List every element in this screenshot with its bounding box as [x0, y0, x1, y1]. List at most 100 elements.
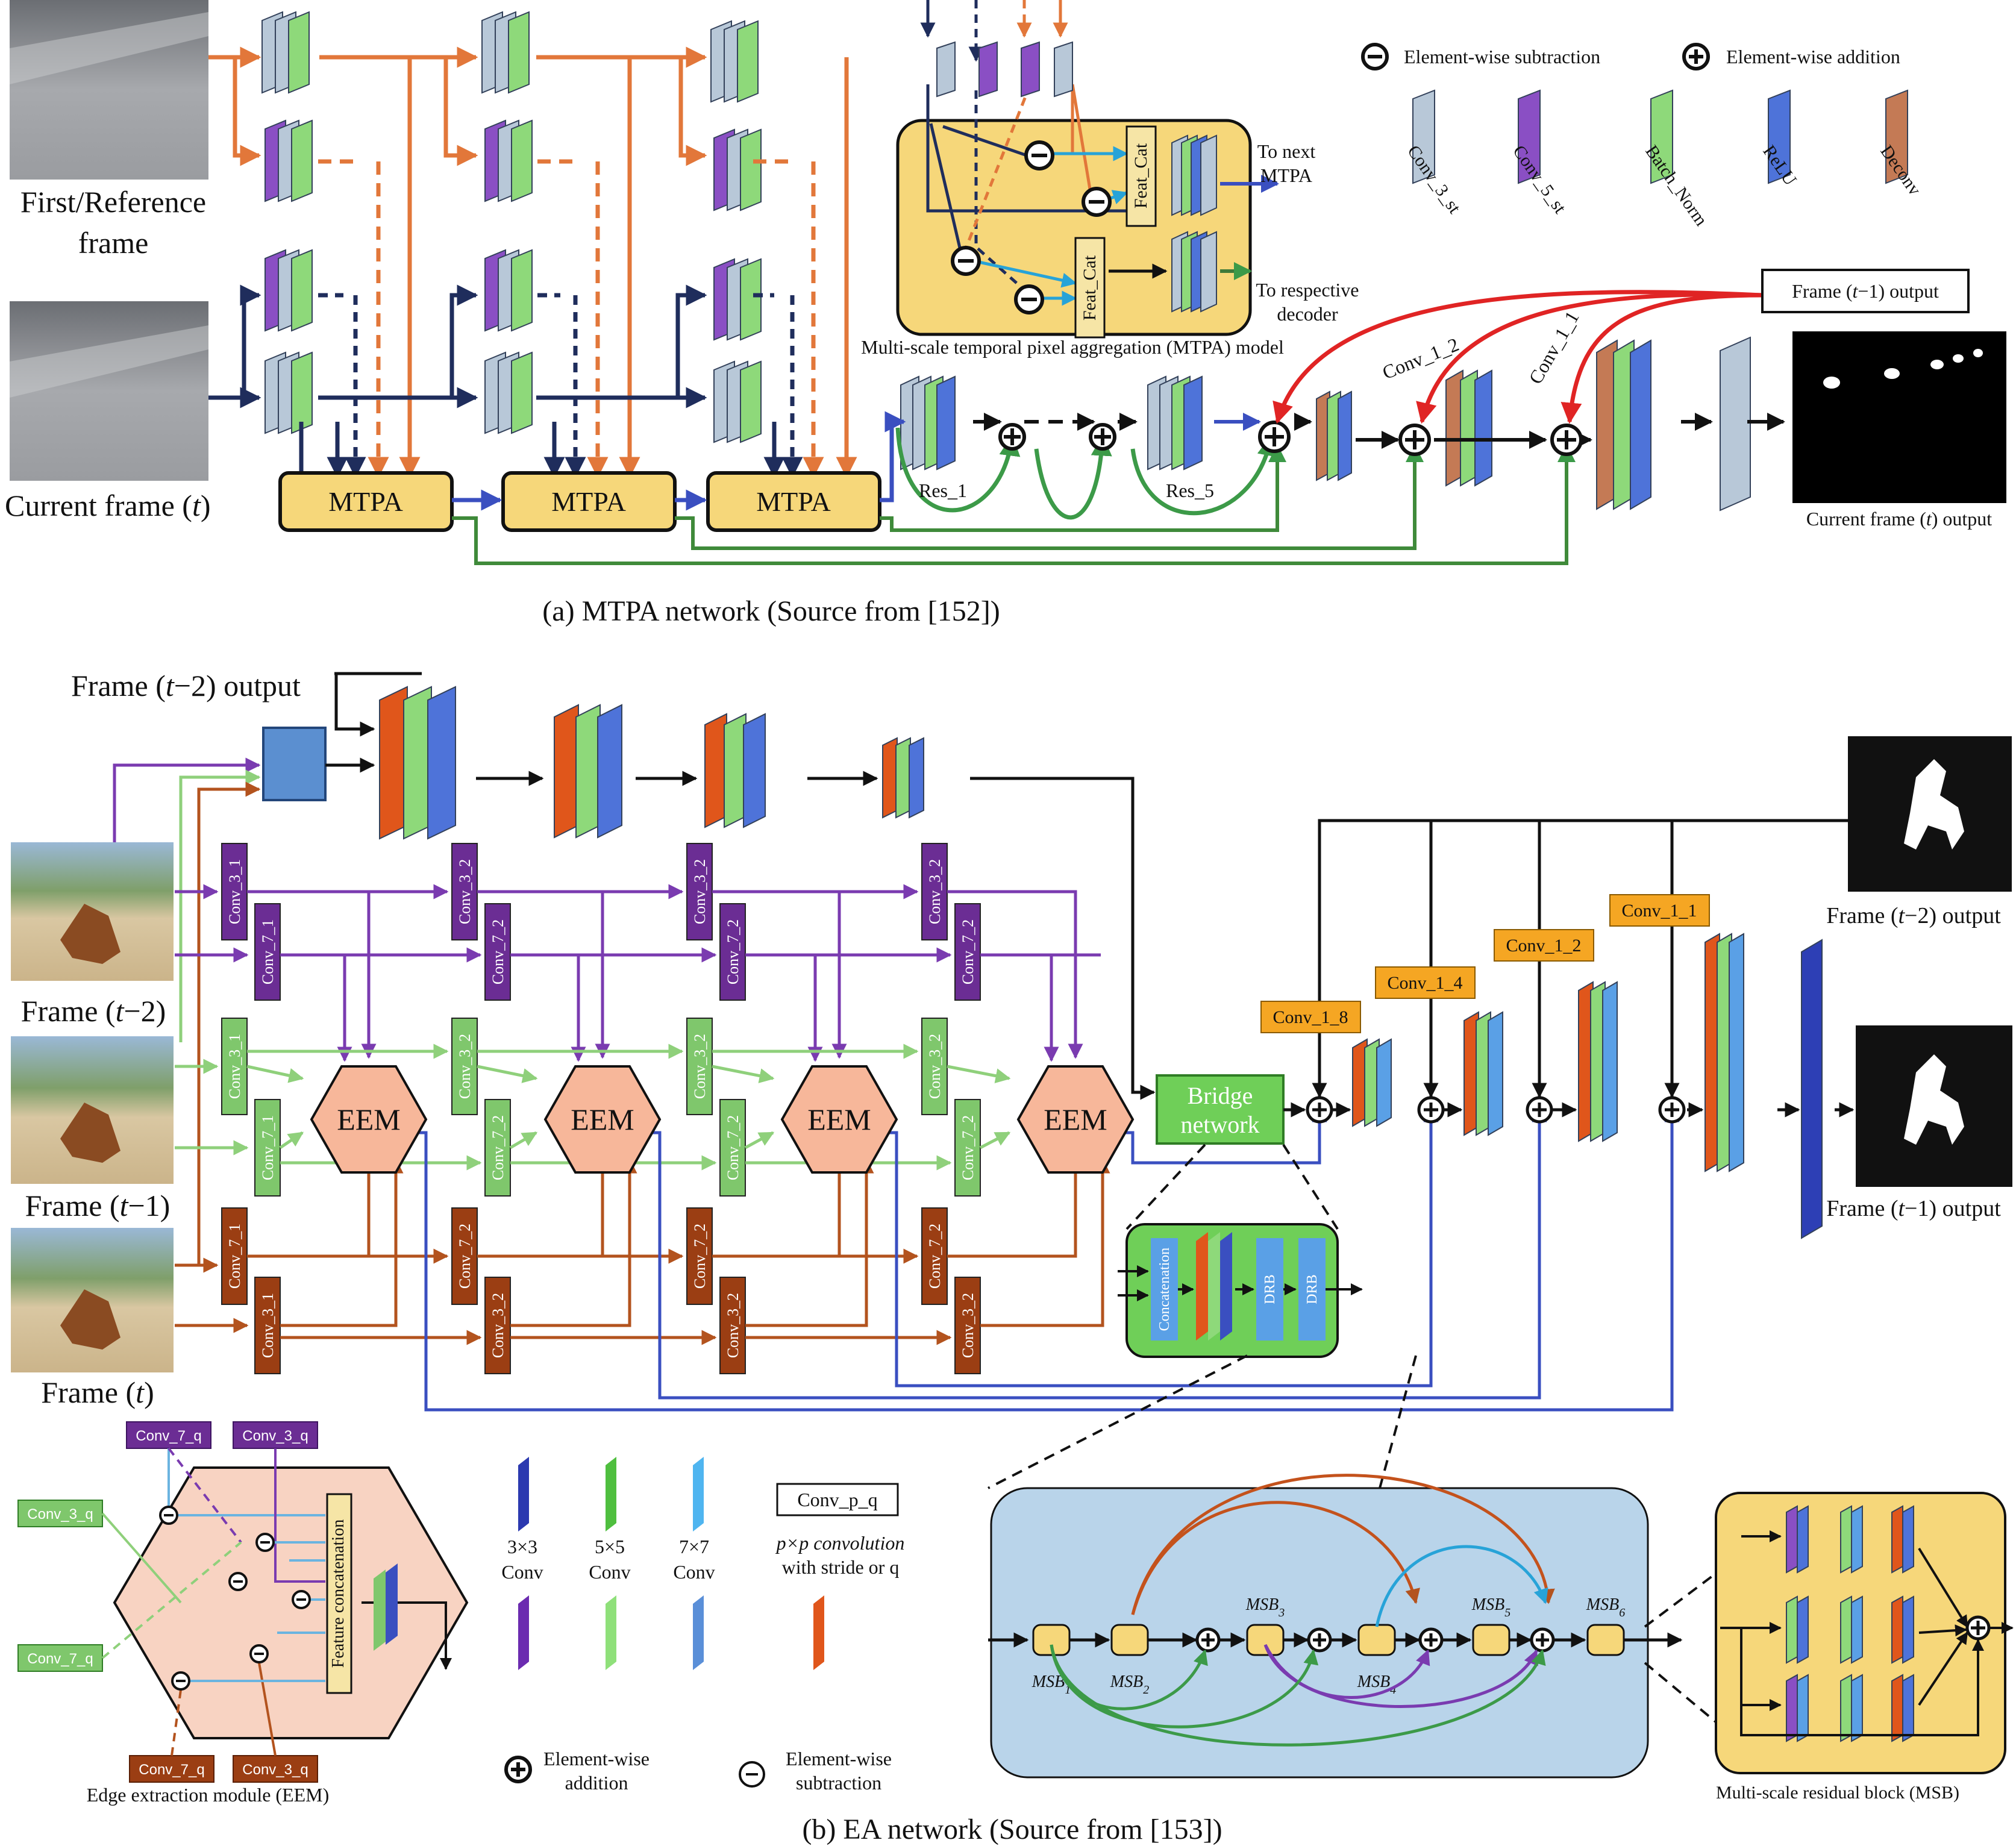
purple-conv-3-a: [921, 843, 948, 940]
svg-text:Feature concatenation: Feature concatenation: [329, 1519, 348, 1668]
msb-node-1: [1110, 1624, 1149, 1656]
msb-add-mark-2: [1424, 1633, 1438, 1647]
frame-t1-label: Frame (t−1): [25, 1189, 171, 1222]
msb-node-2: [1246, 1624, 1285, 1656]
svg-text:MTPA: MTPA: [328, 486, 403, 517]
brown-conv-0-b-label: Conv_3_1: [259, 1293, 277, 1358]
enc-ref-0-layer-2: [288, 11, 310, 94]
to-next-mtpa-1: To next: [1257, 140, 1316, 162]
g-to-eem-b-1: [509, 1131, 538, 1150]
decoder-add-circles: [998, 421, 1583, 456]
t2-input-arrow: [334, 674, 375, 737]
p-drop-a-2: [712, 890, 847, 1059]
svg-text:with stride or q: with stride or q: [782, 1556, 900, 1578]
frame-photos: [11, 842, 174, 1372]
decoder-add-mark-1: [1424, 1103, 1438, 1117]
green-conv-1-a: [451, 1018, 478, 1115]
ea-t2-enc-2-layer-1: [575, 704, 601, 839]
ea-t2-enc-2-layer-2: [597, 704, 622, 839]
brown-conv-0-a-label: Conv_7_1: [226, 1224, 243, 1289]
decoder-conv-label-2: Conv_1_2: [1506, 936, 1581, 956]
mtpa-links: [452, 411, 906, 511]
frame-t2-label: Frame (t−2): [21, 994, 166, 1028]
msb-label-0: MSB1: [1031, 1672, 1071, 1697]
msb-d-a-0-layer-1: [1797, 1505, 1809, 1574]
svg-text:Conv_3_q: Conv_3_q: [27, 1506, 93, 1522]
purple-conv-0-a: [221, 843, 248, 940]
green-conv-3-b: [954, 1099, 981, 1197]
green-conv-0-a-label: Conv_3_1: [226, 1034, 243, 1099]
decoder-conv-3: [1609, 894, 1710, 927]
ea-conv-boxes: Conv_3_1Conv_7_1Conv_3_2Conv_7_2Conv_3_2…: [221, 843, 981, 1374]
decoder-add-mark-3: [1665, 1103, 1679, 1117]
b-up-b-1: [510, 1158, 637, 1327]
purple-conv-2-b-label: Conv_7_2: [724, 919, 742, 984]
brown-conv-2-b: [719, 1277, 746, 1374]
enc-cur-0-layer-2: [291, 351, 313, 434]
msb-d-a-1-layer-1: [1797, 1595, 1809, 1664]
purple-conv-3-b: [954, 903, 981, 1001]
msb-label-1: MSB2: [1110, 1672, 1149, 1697]
bridge-zoom: Concatenation DRB DRB: [1118, 1144, 1363, 1358]
enc-ref5-2-layer-2: [740, 128, 762, 211]
mtpa-out-2-layer-3: [1200, 231, 1217, 313]
svg-text:Element-wise: Element-wise: [543, 1748, 650, 1769]
p-drop-b-3: [980, 953, 1059, 1062]
g-to-eem-b-0: [279, 1131, 304, 1150]
conv-1-1-label: Conv_1_1: [1524, 307, 1583, 387]
frame-t2-output-title: Frame (t−2) output: [71, 669, 301, 702]
mtpa-box-2: MTPA: [501, 471, 677, 532]
msb-detail: [1644, 1492, 2014, 1774]
ea-t2-enc-3-layer-1: [724, 713, 747, 828]
brown-conv-0-b: [254, 1277, 281, 1374]
panel-b: Frame (t−2) output Frame (t−2) Frame (t−…: [11, 669, 2014, 1845]
msb-d-a-2-layer-1: [1797, 1674, 1809, 1742]
purple-conv-3-b-label: Conv_7_2: [959, 919, 977, 984]
legend-a-swatch-1: [1518, 89, 1541, 184]
legend-a-swatch-2: [1650, 89, 1673, 184]
svg-text:Frame (t−1) output: Frame (t−1) output: [1792, 280, 1939, 302]
decoder-add-mark-0: [1312, 1103, 1327, 1117]
svg-text:Conv_7_q: Conv_7_q: [136, 1428, 201, 1444]
dec3-layer-2: [1630, 339, 1651, 510]
skip-3: [1118, 1107, 1327, 1165]
svg-text:Bridge: Bridge: [1188, 1082, 1253, 1109]
brown-conv-1-b-label: Conv_3_2: [489, 1293, 507, 1358]
decoder-add-mark-2: [1532, 1103, 1547, 1117]
svg-text:Conv_3_q: Conv_3_q: [242, 1428, 308, 1444]
legend-a: Element-wise subtraction Element-wise ad…: [1361, 43, 1925, 230]
msb-d-b-1-layer-1: [1851, 1595, 1863, 1664]
brown-conv-2-a: [686, 1207, 713, 1305]
decoder-conv-label-3: Conv_1_1: [1621, 901, 1697, 921]
g-to-eem-a-1: [477, 1065, 538, 1083]
res1-layer-3: [936, 375, 956, 471]
msb-node-5: [1586, 1624, 1625, 1656]
decoder-stack-1-layer-2: [1488, 1011, 1503, 1136]
svg-text:network: network: [1180, 1111, 1259, 1138]
brown-conv-3-b: [954, 1277, 981, 1374]
svg-text:subtraction: subtraction: [796, 1772, 881, 1794]
p-drop-b-1: [510, 953, 586, 1062]
msb-d-b-0-layer-0: [1840, 1505, 1852, 1574]
g-to-eem-b-3: [979, 1131, 1011, 1150]
ea-t2-enc-2-layer-0: [554, 704, 579, 839]
svg-text:Conv_3_q: Conv_3_q: [242, 1762, 308, 1778]
msb-d-b-1-layer-0: [1840, 1595, 1852, 1664]
msb-d-c-1-layer-0: [1891, 1595, 1903, 1664]
brown-conv-2-b-label: Conv_3_2: [724, 1293, 742, 1358]
msb-add-mark-3: [1536, 1633, 1549, 1647]
svg-text:3×3: 3×3: [507, 1536, 537, 1557]
svg-text:DRB: DRB: [1262, 1274, 1278, 1304]
brown-conv-3-a: [921, 1207, 948, 1305]
purple-conv-1-a: [451, 843, 478, 940]
dec1-layer-2: [1338, 390, 1352, 481]
green-conv-1-b: [484, 1099, 511, 1197]
eem-label-3: EEM: [1044, 1103, 1107, 1136]
mtpa-in-c-layer-0: [1021, 41, 1040, 98]
mtpa-box-3: MTPA: [706, 471, 881, 532]
green-conv-0-b: [254, 1099, 281, 1197]
bridge-network: Bridge network: [1156, 1074, 1285, 1145]
decoder-stack-0-layer-2: [1376, 1038, 1392, 1127]
msb-d-c-1-layer-1: [1902, 1595, 1914, 1664]
b-up-a-3: [947, 1158, 1083, 1258]
